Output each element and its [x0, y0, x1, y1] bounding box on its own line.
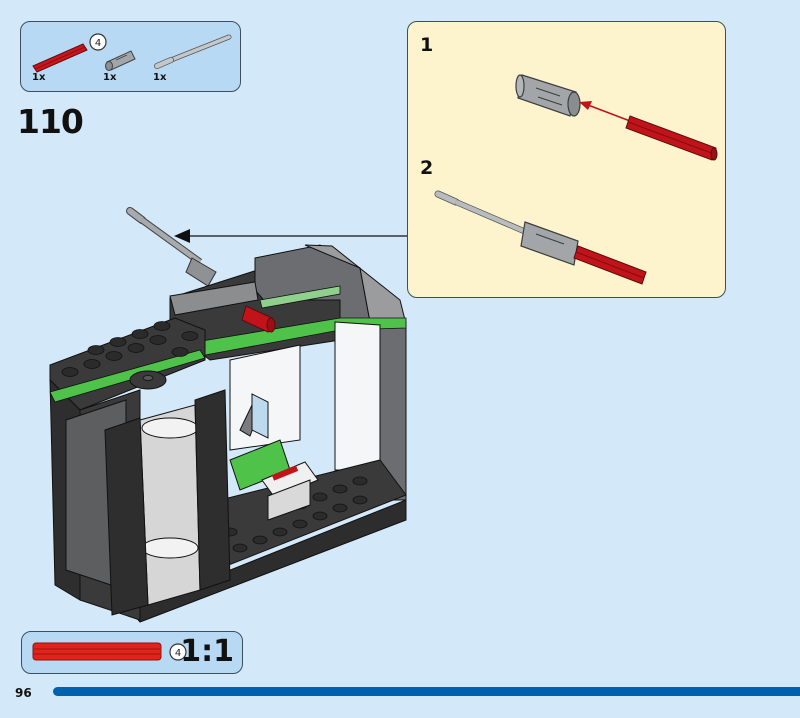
length-badge-icon: 4: [89, 33, 107, 51]
substep-number: 2: [420, 157, 434, 179]
length-badge-text: 4: [175, 648, 181, 659]
part-quantity: 1x: [103, 72, 117, 83]
sub-assembly-callout: 1 2: [407, 21, 726, 298]
red-axle-part: [32, 43, 88, 73]
gray-axle-connector-part: [105, 50, 136, 71]
callout-pointer-arrow: [174, 229, 407, 243]
parts-list-illustration: 4: [32, 33, 232, 73]
back-wall: [169, 244, 407, 501]
substep-number: 1: [420, 34, 434, 56]
scale-label: 1:1: [180, 634, 234, 669]
parts-list-box: 4 1x 1x 1x: [20, 21, 241, 92]
gray-bar-part: [154, 34, 232, 69]
substep-2-bar: [434, 190, 647, 285]
substep-1-connector: [515, 74, 581, 117]
scale-reference-box: 4 1:1: [21, 631, 243, 674]
part-quantity: 1x: [153, 72, 167, 83]
substep-1-red-axle: [625, 115, 718, 161]
step-number: 110: [17, 102, 84, 141]
page-number: 96: [15, 686, 32, 700]
length-badge-icon: [169, 643, 187, 661]
callout-illustration: [434, 74, 718, 285]
computer-desk: [229, 393, 319, 521]
page-progress-bar: [53, 687, 800, 696]
scale-reference-illustration: 4: [32, 642, 187, 661]
scale-axle-part: [32, 642, 162, 661]
length-badge-text: 4: [95, 38, 101, 49]
installed-bar-assembly: [126, 207, 217, 287]
part-quantity: 1x: [32, 72, 46, 83]
installed-red-axle: [241, 305, 276, 333]
left-wall-block: [49, 317, 231, 621]
insertion-arrow-icon: [579, 101, 631, 122]
